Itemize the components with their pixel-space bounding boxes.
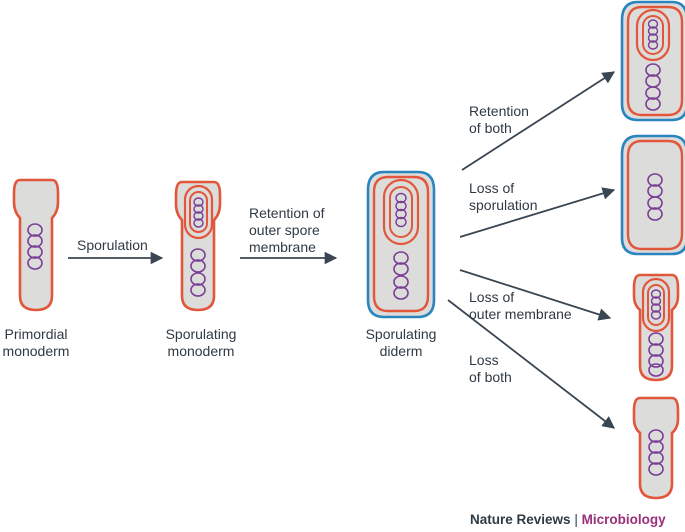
dna-coil [27, 223, 43, 270]
journal-name: Microbiology [581, 512, 666, 527]
sporulation-arrow-label: Sporulation [77, 237, 148, 253]
publisher-credit: Nature Reviews | Microbiology [470, 512, 666, 528]
arrow-loss-of-outer-membrane [459, 269, 612, 321]
loss-of-outer-membrane-label: Loss of outer membrane [469, 289, 572, 322]
sporulating-diderm-label: Sporulating diderm [365, 326, 437, 359]
spore-inner-membrane [389, 186, 413, 238]
credit-separator: | [574, 512, 578, 527]
arrow-loss-of-sporulation [459, 187, 616, 238]
arrow-retention-of-both [461, 71, 616, 171]
outcome-retention-of-both-cell [620, 0, 685, 122]
loss-of-sporulation-label: Loss of sporulation [469, 180, 538, 213]
mother-cell-dna-coil [190, 248, 206, 297]
outcome-loss-of-outer-membrane-cell [632, 273, 680, 382]
publisher-name: Nature Reviews [470, 512, 571, 527]
mother-cell-dna-coil [393, 251, 409, 300]
retention-of-both-label: Retention of both [469, 103, 529, 136]
sporulating-monoderm-label: Sporulating monoderm [165, 326, 237, 359]
outcome-loss-of-both-cell [632, 396, 680, 500]
sporulating-diderm-cell [366, 170, 436, 319]
spore-dna-coil [395, 192, 407, 228]
primordial-monoderm-label: Primordial monoderm [2, 326, 70, 359]
primordial-monoderm-cell [12, 178, 60, 312]
outcome-loss-of-sporulation-cell [620, 134, 685, 256]
sporulating-monoderm-cell [174, 180, 222, 312]
spore-dna-coil [193, 197, 204, 228]
loss-of-both-label: Loss of both [469, 352, 512, 385]
arrow-loss-of-both [447, 299, 615, 429]
retention-outer-membrane-label: Retention of outer spore membrane [249, 205, 325, 255]
